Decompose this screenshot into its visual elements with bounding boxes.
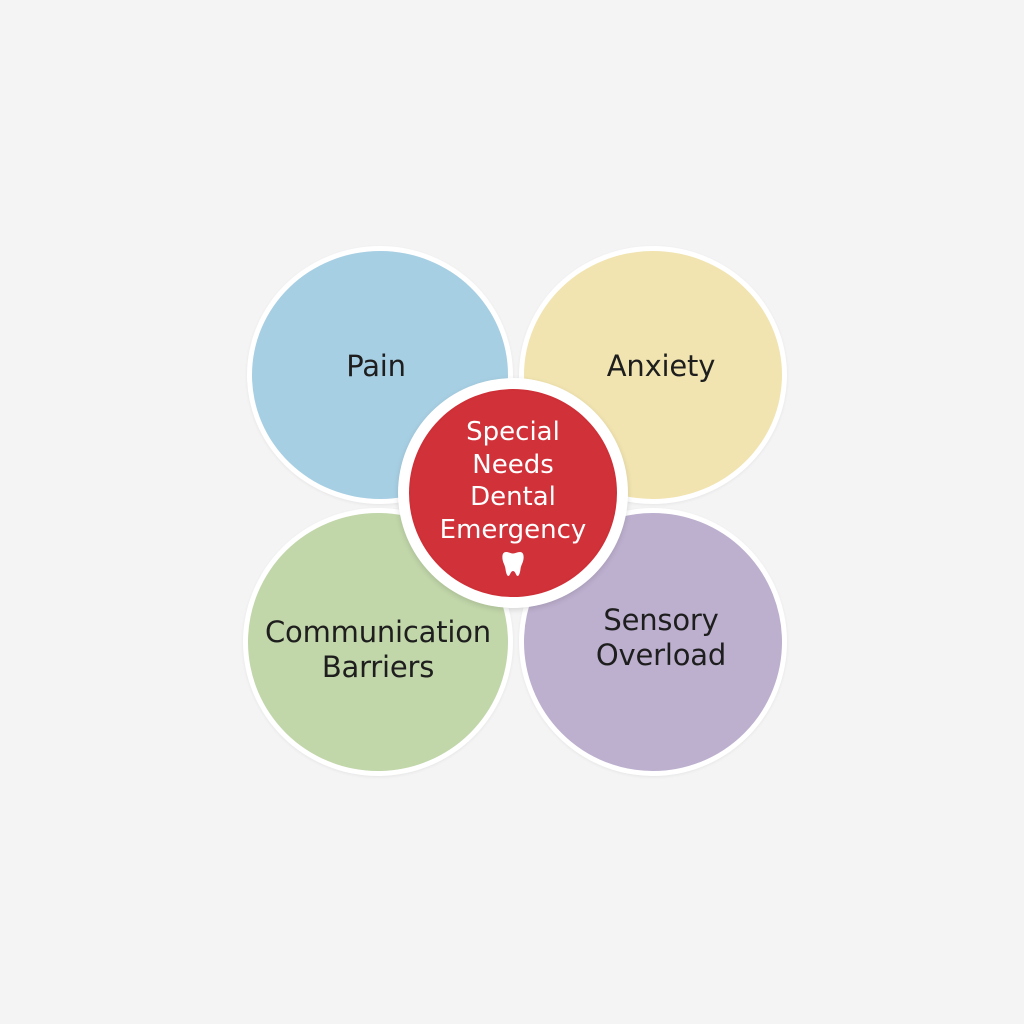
communication-barriers-label: Communication Barriers [265,615,491,686]
center-circle: Special Needs Dental Emergency [398,378,628,608]
pain-label: Pain [346,349,406,384]
sensory-label-line-1: Sensory [603,602,719,637]
anxiety-circle: Anxiety [519,246,787,504]
sensory-label-line-2: Overload [595,638,727,672]
anxiety-label-line: Anxiety [606,349,716,384]
center-badge: Special Needs Dental Emergency [406,386,620,600]
center-label: Special Needs Dental Emergency [440,416,587,546]
communication-label-line-2: Barriers [321,650,435,684]
pain-circle: Pain [247,246,513,504]
sensory-overload-label: Sensory Overload [596,603,726,674]
center-label-line-2: Needs [472,449,554,480]
center-label-line-1: Special [466,417,560,447]
communication-label-line-1: Communication [265,614,491,649]
center-label-line-3: Dental [470,482,556,512]
tooth-icon [502,552,524,576]
center-label-line-4: Emergency [439,514,587,545]
anxiety-label: Anxiety [606,349,716,384]
pain-label-line: Pain [346,349,406,384]
